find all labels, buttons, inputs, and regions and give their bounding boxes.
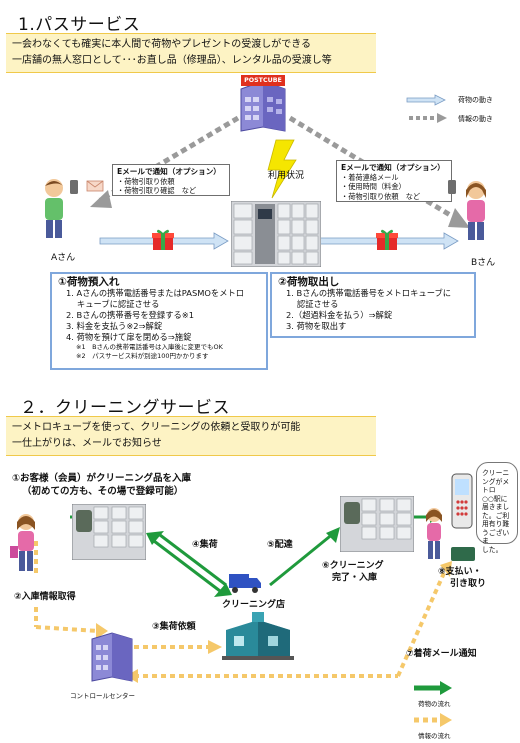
pickup-step-3: 3. 荷物を取出す bbox=[286, 321, 347, 331]
section2-title: ２．クリーニングサービス bbox=[20, 398, 230, 418]
section2-bullet-1: 一メトロキューブを使って、クリーニングの依頼と受取りが可能 bbox=[12, 422, 301, 433]
notify-right-item-3: ・荷物引取り依頼 など bbox=[341, 191, 421, 201]
legend-info-flow-label: 情報の流れ bbox=[418, 732, 451, 740]
delivery-truck-icon bbox=[229, 574, 261, 593]
clothes-bag-icon bbox=[451, 547, 475, 561]
pickup-box: ②荷物取出し 1. Bさんの携帯電話番号をメトロキューブに 認証させる 2.（超… bbox=[270, 272, 476, 338]
bubble-line-1: クリーニ bbox=[482, 469, 510, 477]
step3-label: ③集荷依頼 bbox=[152, 622, 196, 632]
deposit-step-1b: キューブに認証させる bbox=[66, 299, 160, 309]
bubble-line-4: 届きまし bbox=[482, 503, 510, 511]
deposit-step-1: 1. Aさんの携帯電話番号またはPASMOをメトロ bbox=[66, 288, 245, 298]
step6-line-1: ⑥クリーニング bbox=[322, 561, 384, 571]
pickup-step-1: 1. Bさんの携帯電話番号をメトロキューブに bbox=[286, 288, 452, 298]
legend-info-label: 情報の動き bbox=[458, 115, 493, 123]
notify-left-item-2: ・荷物引取り確認 など bbox=[117, 186, 197, 195]
pickup-title: ②荷物取出し bbox=[278, 276, 340, 288]
step6-line-2: 完了・入庫 bbox=[332, 573, 378, 583]
step6-label: ⑥クリーニング 完了・入庫 bbox=[322, 560, 384, 584]
section1-title: 1.パスサービス bbox=[18, 15, 141, 35]
section1-bullet-1: 一会わなくても確実に本人間で荷物やプレゼントの受渡しができる bbox=[12, 39, 311, 50]
step1-line-1: ①お客様（会員）がクリーニング品を入庫 bbox=[12, 473, 192, 484]
bubble-line-2: ングがメトロ bbox=[482, 477, 510, 495]
step2-label: ②入庫情報取得 bbox=[14, 592, 76, 602]
step8-line-2: 引き取り bbox=[450, 579, 487, 589]
person-a-icon bbox=[45, 179, 78, 238]
deposit-step-2: 2. Bさんの携帯番号を登録する※1 bbox=[66, 310, 195, 320]
bubble-line-3: ○○駅に bbox=[482, 494, 508, 503]
step1-line-2: （初めての方も、その場で登録可能） bbox=[22, 486, 184, 497]
postcube-building-icon bbox=[240, 75, 286, 132]
step5-label: ⑤配達 bbox=[267, 540, 293, 550]
gift-icon-left bbox=[152, 229, 174, 250]
usage-lightning-icon bbox=[267, 139, 297, 199]
legend-goods-arrow bbox=[406, 94, 446, 106]
notify-left-item-1: ・荷物引取り依頼 bbox=[117, 176, 175, 186]
control-center-label: コントロールセンター bbox=[70, 692, 135, 700]
mobile-phone-icon bbox=[451, 473, 473, 529]
cleaning-shop-label: クリーニング店 bbox=[222, 600, 286, 610]
step4-label: ④集荷 bbox=[192, 540, 218, 550]
pickup-step-2: 2.（超過料金を払う）⇒解錠 bbox=[286, 310, 393, 320]
deposit-note-2: ※2 パスサービス料が別途100円かかります bbox=[76, 351, 209, 360]
locker-icon bbox=[231, 201, 321, 267]
section2-summary-band: 一メトロキューブを使って、クリーニングの依頼と受取りが可能 一仕上がりは、メール… bbox=[6, 416, 376, 456]
bubble-line-8: した。 bbox=[482, 545, 503, 554]
mail-icon-a bbox=[86, 180, 104, 192]
person-b-label: Bさん bbox=[471, 258, 496, 268]
control-center-building-icon bbox=[91, 632, 133, 682]
section1-summary-band: 一会わなくても確実に本人間で荷物やプレゼントの受渡しができる 一店舗の無人窓口と… bbox=[6, 33, 376, 73]
cleaning-locker-left-icon bbox=[72, 504, 146, 560]
person-a-label: Aさん bbox=[51, 253, 76, 263]
notify-right-item-1: ・着荷連絡メール bbox=[341, 172, 399, 182]
usage-label: 利用状況 bbox=[268, 171, 305, 181]
bubble-line-5: た。ご利 bbox=[482, 511, 510, 520]
pickup-step-1b: 認証させる bbox=[286, 299, 339, 309]
notification-bubble: クリーニ ングがメトロ ○○駅に 届きまし た。ご利 用有り難 うございま した… bbox=[476, 462, 518, 554]
legend-goods-flow-label: 荷物の流れ bbox=[418, 700, 451, 708]
section1-legend-arrows bbox=[406, 94, 447, 123]
deposit-step-3: 3. 料金を支払う※2⇒解錠 bbox=[66, 321, 163, 331]
deposit-note-1: ※1 Bさんの携帯電話番号は入庫後に変更でもOK bbox=[76, 343, 223, 351]
step8-line-1: ⑧支払い・ bbox=[438, 567, 482, 577]
step1-label: ①お客様（会員）がクリーニング品を入庫 （初めての方も、その場で登録可能） bbox=[12, 472, 191, 498]
notify-right-item-2: ・使用時間（料金） bbox=[341, 182, 406, 191]
notify-left-title: Eメールで通知（オプション） bbox=[117, 167, 221, 176]
deposit-step-4: 4. 荷物を預けて扉を閉める⇒施錠 bbox=[66, 332, 192, 342]
notify-left-box: Eメールで通知（オプション） ・荷物引取り依頼 ・荷物引取り確認 など bbox=[112, 164, 230, 196]
bubble-line-6: 用有り難 bbox=[482, 520, 510, 528]
gift-icon-right bbox=[376, 229, 398, 250]
notify-right-title: Eメールで通知（オプション） bbox=[341, 163, 445, 172]
step7-label: ⑦着荷メール通知 bbox=[406, 649, 477, 659]
postcube-label: POSTCUBE bbox=[244, 77, 282, 84]
cleaning-shop-building-icon bbox=[222, 612, 294, 660]
deposit-title: ①荷物預入れ bbox=[58, 276, 120, 288]
cleaning-locker-right-icon bbox=[340, 496, 414, 552]
bubble-line-7: うございま bbox=[482, 528, 510, 546]
section2-bullet-2: 一仕上がりは、メールでお知らせ bbox=[12, 438, 162, 449]
step8-label: ⑧支払い・ 引き取り bbox=[438, 566, 486, 590]
deposit-box: ①荷物預入れ 1. Aさんの携帯電話番号またはPASMOをメトロ キューブに認証… bbox=[50, 272, 268, 370]
notify-right-box: Eメールで通知（オプション） ・着荷連絡メール ・使用時間（料金） ・荷物引取り… bbox=[336, 160, 452, 202]
person-b-icon bbox=[448, 180, 486, 240]
customer-icon bbox=[10, 514, 35, 571]
section1-bullet-2: 一店舗の無人窓口として･･･お直し品（修理品）、レンタル品の受渡し等 bbox=[12, 55, 332, 66]
legend-goods-label: 荷物の動き bbox=[458, 96, 493, 104]
customer-pickup-icon bbox=[426, 508, 442, 559]
